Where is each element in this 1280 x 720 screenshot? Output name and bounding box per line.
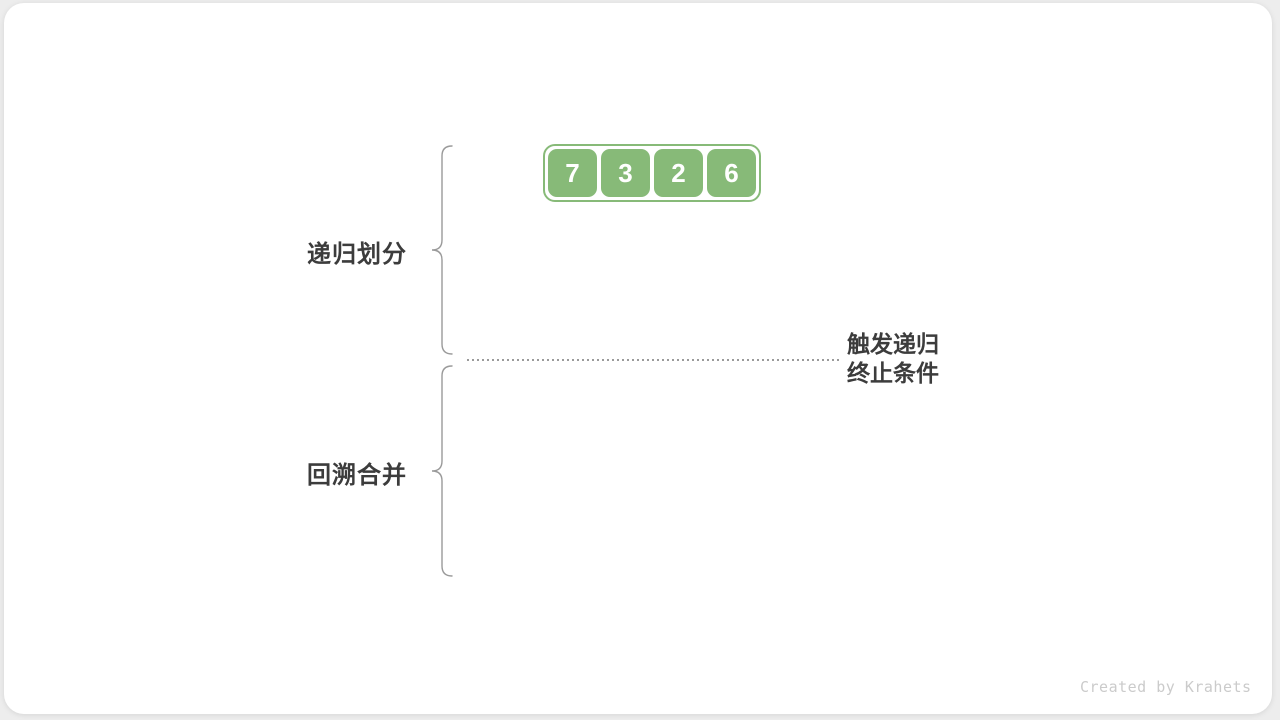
- label-termination-line1: 触发递归: [847, 331, 939, 357]
- array-cell: 3: [601, 149, 650, 197]
- array-container: 7 3 2 6: [543, 144, 761, 202]
- label-termination-line2: 终止条件: [847, 360, 939, 386]
- array-cell: 6: [707, 149, 756, 197]
- brace-backtrack-merge: [431, 365, 453, 577]
- label-termination-condition: 触发递归 终止条件: [847, 330, 939, 388]
- brace-recursive-divide: [431, 145, 453, 355]
- label-backtrack-merge: 回溯合并: [307, 462, 407, 489]
- array-cell: 2: [654, 149, 703, 197]
- array-cell: 7: [548, 149, 597, 197]
- watermark-text: Created by Krahets: [1080, 678, 1252, 696]
- label-recursive-divide: 递归划分: [307, 241, 407, 268]
- termination-dotted-line: [467, 359, 839, 361]
- diagram-card: 递归划分 回溯合并 7 3 2 6 触发递归 终止条件 Created by K…: [4, 3, 1272, 714]
